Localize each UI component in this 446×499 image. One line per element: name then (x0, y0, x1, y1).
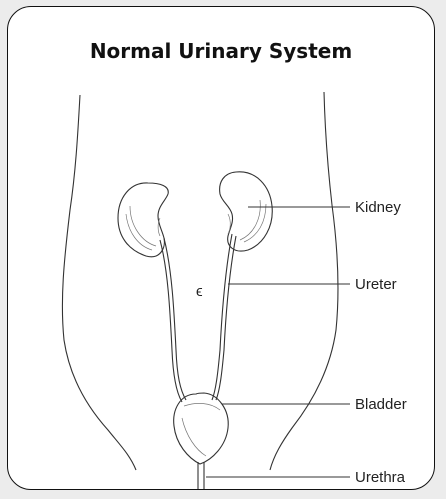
right-kidney-shape (220, 172, 273, 251)
left-ureter-shape-inner (164, 238, 186, 400)
navel-mark: ϵ (196, 283, 203, 300)
bladder-shape (174, 393, 229, 464)
bladder-label: Bladder (355, 396, 407, 413)
kidney-label: Kidney (355, 199, 401, 216)
right-ureter-shape (212, 234, 232, 400)
ureter-label: Ureter (355, 276, 397, 293)
body-outline-right (270, 92, 338, 470)
left-kidney-shape (118, 183, 168, 257)
right-ureter-shape-inner (216, 236, 236, 400)
urethra-label: Urethra (355, 469, 406, 486)
body-outline-left (62, 95, 136, 470)
